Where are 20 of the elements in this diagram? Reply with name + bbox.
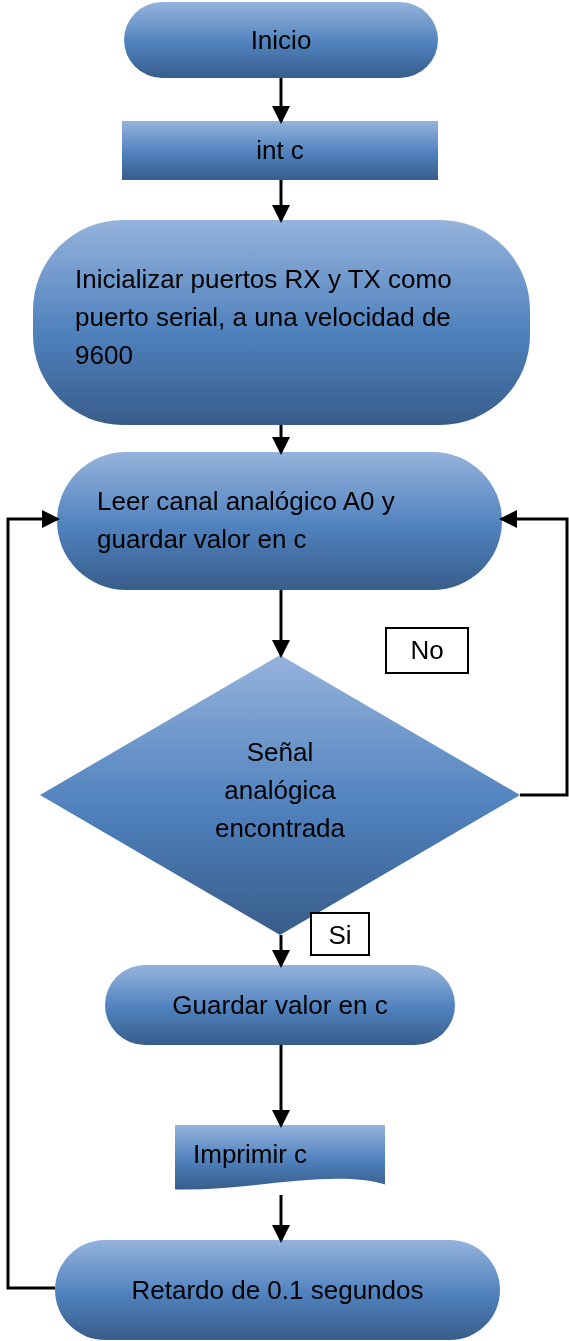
- process-box: [122, 121, 438, 180]
- arrow: [6, 510, 60, 1290]
- arrow: [272, 78, 290, 124]
- edge-label: No: [385, 627, 469, 674]
- node-text: Guardar valor en c: [171, 989, 389, 1022]
- node-text: Inicio: [249, 24, 313, 57]
- arrow: [272, 425, 290, 455]
- arrow: [272, 935, 290, 968]
- arrow: [499, 510, 569, 797]
- edge-label: Si: [310, 912, 370, 956]
- arrow: [272, 1195, 290, 1243]
- node-text: Imprimir c: [193, 1138, 309, 1171]
- arrow: [272, 180, 290, 223]
- node-text: Retardo de 0.1 segundos: [130, 1274, 425, 1307]
- node-text: Inicializar puertos RX y TX como puerto serial, a una velocidad de 9600: [75, 263, 453, 372]
- node-text: int c: [255, 134, 305, 167]
- arrow: [272, 590, 290, 658]
- arrow: [272, 1045, 290, 1128]
- node-text: Señal analógica encontrada: [213, 736, 347, 845]
- node-text: Leer canal analógico A0 y guardar valor en c: [97, 485, 396, 556]
